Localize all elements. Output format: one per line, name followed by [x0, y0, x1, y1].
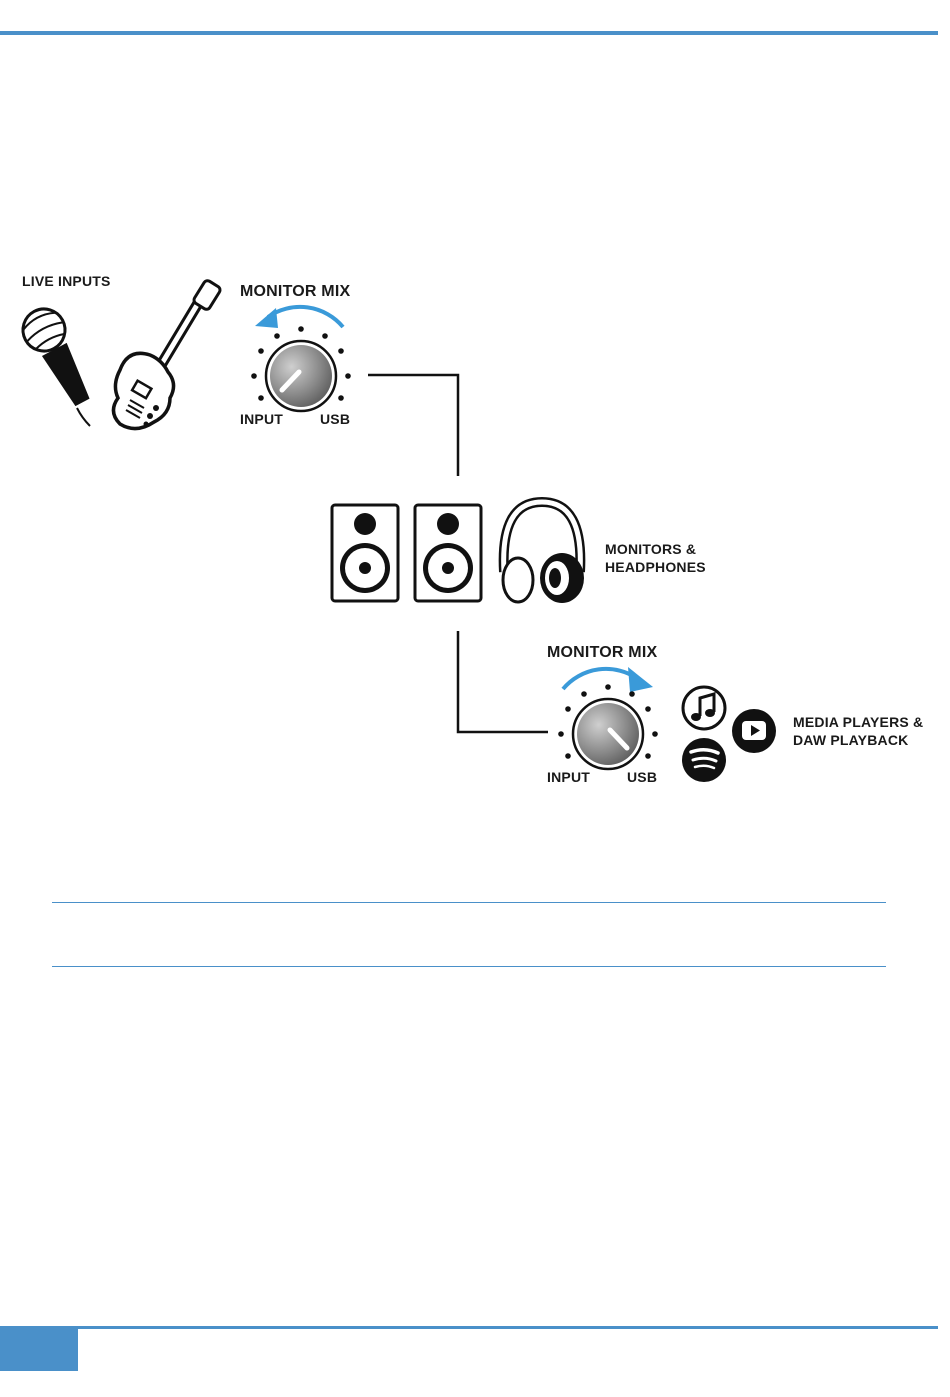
bottom-knob-input-label: INPUT [547, 769, 590, 785]
spotify-icon [682, 738, 726, 782]
top-knob-title: MONITOR MIX [240, 283, 350, 301]
top-knob-input-label: INPUT [240, 411, 283, 427]
media-label-line2: DAW PLAYBACK [793, 731, 923, 749]
play-button-icon [732, 709, 776, 753]
top-monitor-mix-knob [251, 307, 351, 411]
media-players-label: MEDIA PLAYERS & DAW PLAYBACK [793, 713, 923, 749]
bottom-knob-title: MONITOR MIX [547, 644, 657, 662]
bottom-signal-line [458, 631, 548, 732]
top-knob-usb-label: USB [320, 411, 350, 427]
monitors-label-line2: HEADPHONES [605, 558, 706, 576]
monitors-label-line1: MONITORS & [605, 540, 706, 558]
headphones-icon [503, 502, 584, 603]
guitar-icon [113, 279, 221, 428]
microphone-icon [16, 302, 101, 426]
speaker-icon [415, 505, 481, 601]
media-label-line1: MEDIA PLAYERS & [793, 713, 923, 731]
divider-bottom [52, 966, 886, 967]
live-inputs-label: LIVE INPUTS [22, 273, 111, 289]
footer-rule [0, 1326, 938, 1329]
top-signal-line [368, 375, 458, 476]
speaker-icon [332, 505, 398, 601]
page-number-tab [0, 1326, 78, 1371]
divider-top [52, 902, 886, 903]
music-note-icon [683, 687, 725, 729]
bottom-monitor-mix-knob [558, 667, 658, 769]
bottom-knob-usb-label: USB [627, 769, 657, 785]
monitors-headphones-label: MONITORS & HEADPHONES [605, 540, 706, 576]
